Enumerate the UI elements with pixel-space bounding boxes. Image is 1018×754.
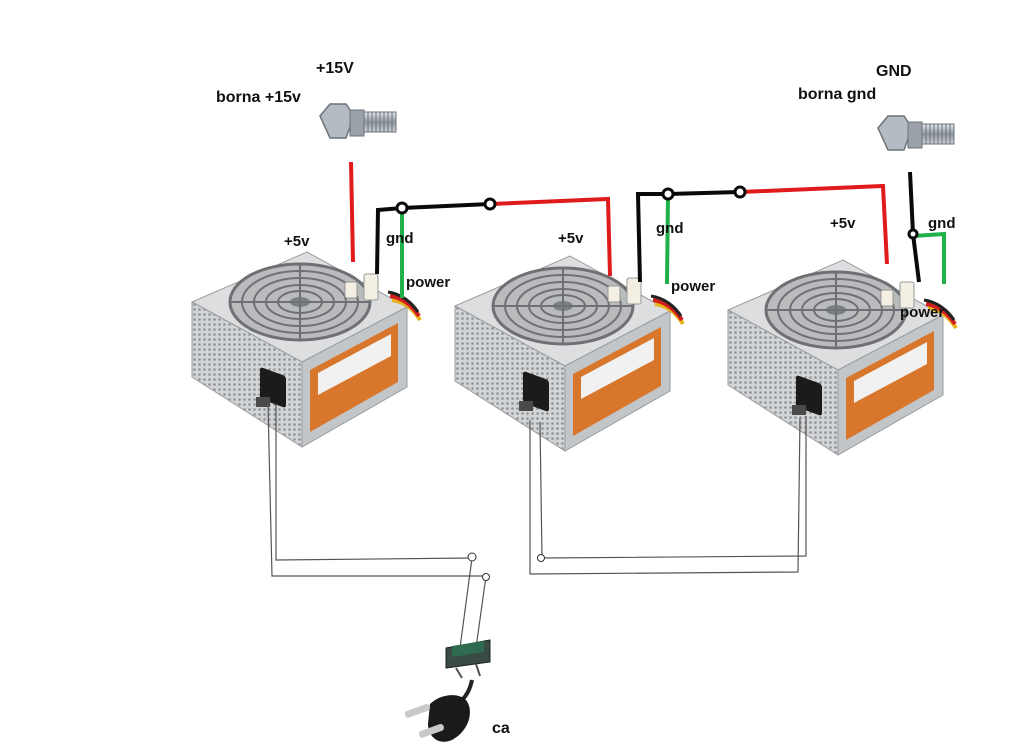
label-ac: ca bbox=[492, 720, 510, 737]
binding-post-15v bbox=[319, 103, 397, 139]
ac-plug bbox=[404, 679, 474, 742]
label-psu2-gnd: gnd bbox=[656, 220, 684, 237]
psu-1 bbox=[190, 250, 422, 449]
label-psu3-power: power bbox=[900, 304, 945, 321]
positive-wires bbox=[349, 161, 889, 277]
label-psu3-gnd: gnd bbox=[928, 215, 956, 232]
label-gnd-top: GND bbox=[876, 63, 912, 80]
psu-3 bbox=[726, 258, 958, 457]
label-psu2-power: power bbox=[671, 278, 716, 295]
label-psu1-gnd: gnd bbox=[386, 230, 414, 247]
power-switch bbox=[445, 639, 491, 679]
binding-post-gnd bbox=[877, 115, 955, 151]
power-on-wires bbox=[400, 193, 946, 298]
ac-junctions bbox=[467, 552, 545, 581]
label-psu2-5v: +5v bbox=[558, 230, 584, 247]
psu-2 bbox=[453, 254, 685, 453]
label-15v: +15V bbox=[316, 60, 354, 77]
label-psu1-5v: +5v bbox=[284, 233, 310, 250]
wire-junctions bbox=[395, 185, 919, 240]
label-borna-gnd: borna gnd bbox=[798, 86, 877, 103]
label-psu1-power: power bbox=[406, 274, 451, 291]
ac-wires bbox=[267, 403, 807, 649]
label-psu3-5v: +5v bbox=[830, 215, 856, 232]
label-borna-15v: borna +15v bbox=[216, 89, 301, 106]
